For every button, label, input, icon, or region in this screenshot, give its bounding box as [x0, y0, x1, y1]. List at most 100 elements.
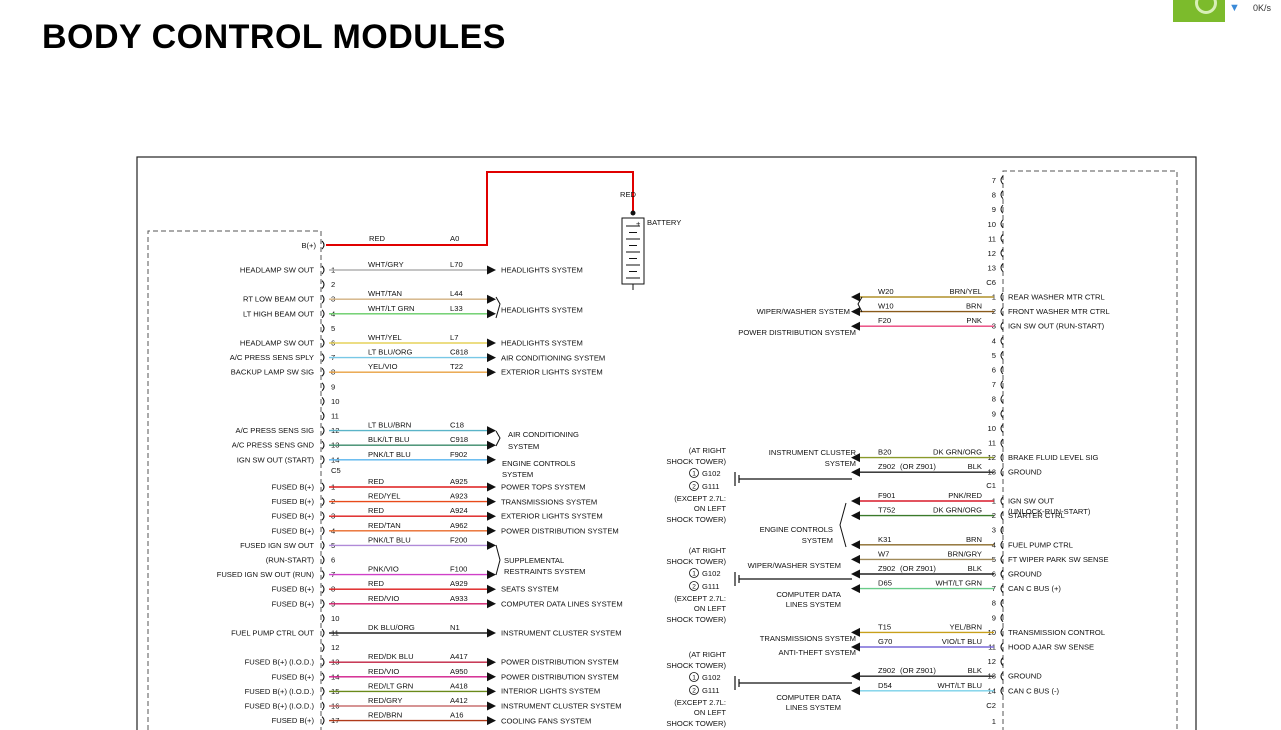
destination-system: TRANSMISSIONS SYSTEM: [501, 498, 597, 507]
connector-pin-icon: [321, 294, 325, 304]
pin-function: IGN SW OUT: [1008, 497, 1054, 506]
destination-system: POWER DISTRIBUTION SYSTEM: [501, 658, 619, 667]
pin-function: RT LOW BEAM OUT: [243, 295, 314, 304]
pin-function: CAN C BUS (+): [1008, 584, 1061, 593]
connector-pin-icon: [1000, 657, 1004, 666]
circuit-id: A962: [450, 521, 468, 530]
wire-color: RED/TAN: [368, 521, 401, 530]
destination-system: ENGINE CONTROLS: [502, 459, 575, 468]
pin-function: FUSED B(+): [272, 526, 315, 535]
speed-widget[interactable]: ▼ 0K/s: [1173, 0, 1281, 22]
connector-pin-icon: [1000, 569, 1004, 579]
pin-function: A/C PRESS SENS SIG: [236, 426, 315, 435]
wire-color: BRN/GRY: [948, 549, 982, 558]
wire-color: BLK: [968, 462, 982, 471]
pin-function: HEADLAMP SW OUT: [240, 266, 314, 275]
ground-id: G111: [702, 686, 719, 695]
pin-number: 12: [988, 657, 996, 666]
source-system: INSTRUMENT CLUSTER: [769, 448, 857, 457]
status-badge[interactable]: [1173, 0, 1225, 22]
ground-number-icon: [689, 672, 699, 682]
ground-number-icon: [689, 568, 699, 578]
ground-location: (EXCEPT 2.7L:: [674, 494, 726, 503]
source-system: POWER DISTRIBUTION SYSTEM: [738, 328, 856, 337]
connector-pin-icon: [321, 353, 325, 362]
wire-color: PNK: [966, 316, 982, 325]
wire-color: RED/DK BLU: [368, 652, 414, 661]
source-system: LINES SYSTEM: [786, 703, 841, 712]
wire-color: RED/GRY: [368, 696, 402, 705]
ground-number-icon: [689, 581, 699, 591]
circuit-id: D65: [878, 579, 892, 588]
arrow-left-icon: [851, 467, 860, 477]
pin-function: FUSED B(+): [272, 512, 315, 521]
wire-color: WHT/LT GRN: [935, 579, 982, 588]
wire-color: RED/VIO: [368, 667, 399, 676]
ground-location: ON LEFT: [694, 604, 726, 613]
connector-id: C5: [331, 466, 341, 475]
pin-number: 9: [331, 382, 335, 391]
circuit-id: A412: [450, 696, 468, 705]
circuit-alt: (OR Z901): [900, 462, 936, 471]
ground-location: (AT RIGHT: [689, 650, 727, 659]
connector-pin-icon: [1000, 628, 1004, 637]
connector-pin-icon: [1000, 424, 1004, 433]
circuit-id: K31: [878, 535, 892, 544]
ground-number: 1: [692, 471, 696, 478]
arrow-right-icon: [487, 367, 496, 377]
ground-location: SHOCK TOWER): [666, 557, 726, 566]
ground-number: 1: [692, 675, 696, 682]
arrow-right-icon: [487, 599, 496, 609]
circuit-id: C18: [450, 421, 464, 430]
circuit-id: L7: [450, 333, 458, 342]
destination-system: SYSTEM: [508, 442, 539, 451]
pin-number: 2: [331, 280, 335, 289]
circuit-id: Z902: [878, 462, 895, 471]
wire-color: RED: [368, 579, 385, 588]
connector-pin-icon: [321, 672, 325, 682]
pin-function: A/C PRESS SENS GND: [232, 441, 315, 450]
connector-pin-icon: [321, 455, 325, 465]
connector-pin-icon: [1000, 453, 1004, 462]
bplus-color: RED: [369, 234, 386, 243]
pin-function: IGN SW OUT (RUN-START): [1008, 322, 1105, 331]
circuit-id: A417: [450, 652, 468, 661]
ground-location: SHOCK TOWER): [666, 719, 726, 728]
connector-pin-icon: [1000, 190, 1004, 199]
connector-pin-icon: [1000, 540, 1004, 550]
connector-pin-icon: [1000, 671, 1004, 681]
arrow-left-icon: [851, 540, 860, 550]
connector-pin-icon: [1000, 351, 1004, 360]
source-system: LINES SYSTEM: [786, 600, 841, 609]
destination-system: AIR CONDITIONING: [508, 430, 579, 439]
ground-number: 2: [692, 484, 696, 491]
wire-color: BRN: [966, 535, 982, 544]
pin-function: FUSED IGN SW OUT: [240, 541, 314, 550]
arrow-right-icon: [487, 440, 496, 450]
destination-system: AIR CONDITIONING SYSTEM: [501, 354, 605, 363]
ground-id: G102: [702, 673, 721, 682]
wire-color: RED: [368, 477, 385, 486]
connector-pin-icon: [321, 265, 325, 275]
destination-system: HEADLIGHTS SYSTEM: [501, 339, 583, 348]
ground-number: 1: [692, 571, 696, 578]
pin-function: GROUND: [1008, 468, 1042, 477]
circuit-id: A925: [450, 477, 468, 486]
source-system: COMPUTER DATA: [776, 693, 842, 702]
destination-system: POWER DISTRIBUTION SYSTEM: [501, 527, 619, 536]
battery-wire-color: RED: [620, 190, 637, 199]
connector-pin-icon: [1000, 365, 1004, 375]
chevron-down-icon[interactable]: ▼: [1229, 2, 1240, 14]
pin-number: 11: [988, 439, 996, 448]
pin-function: HEADLAMP SW OUT: [240, 339, 314, 348]
circuit-id: A929: [450, 579, 468, 588]
source-system: COMPUTER DATA: [776, 590, 842, 599]
connector-id: C2: [986, 701, 996, 710]
pin-function: REAR WASHER MTR CTRL: [1008, 293, 1105, 302]
ground-location: SHOCK TOWER): [666, 615, 726, 624]
arrow-right-icon: [487, 294, 496, 304]
connector-pin-icon: [321, 526, 325, 536]
pin-number: 8: [992, 599, 996, 608]
pin-number: 10: [331, 614, 339, 623]
arrow-right-icon: [487, 497, 496, 507]
